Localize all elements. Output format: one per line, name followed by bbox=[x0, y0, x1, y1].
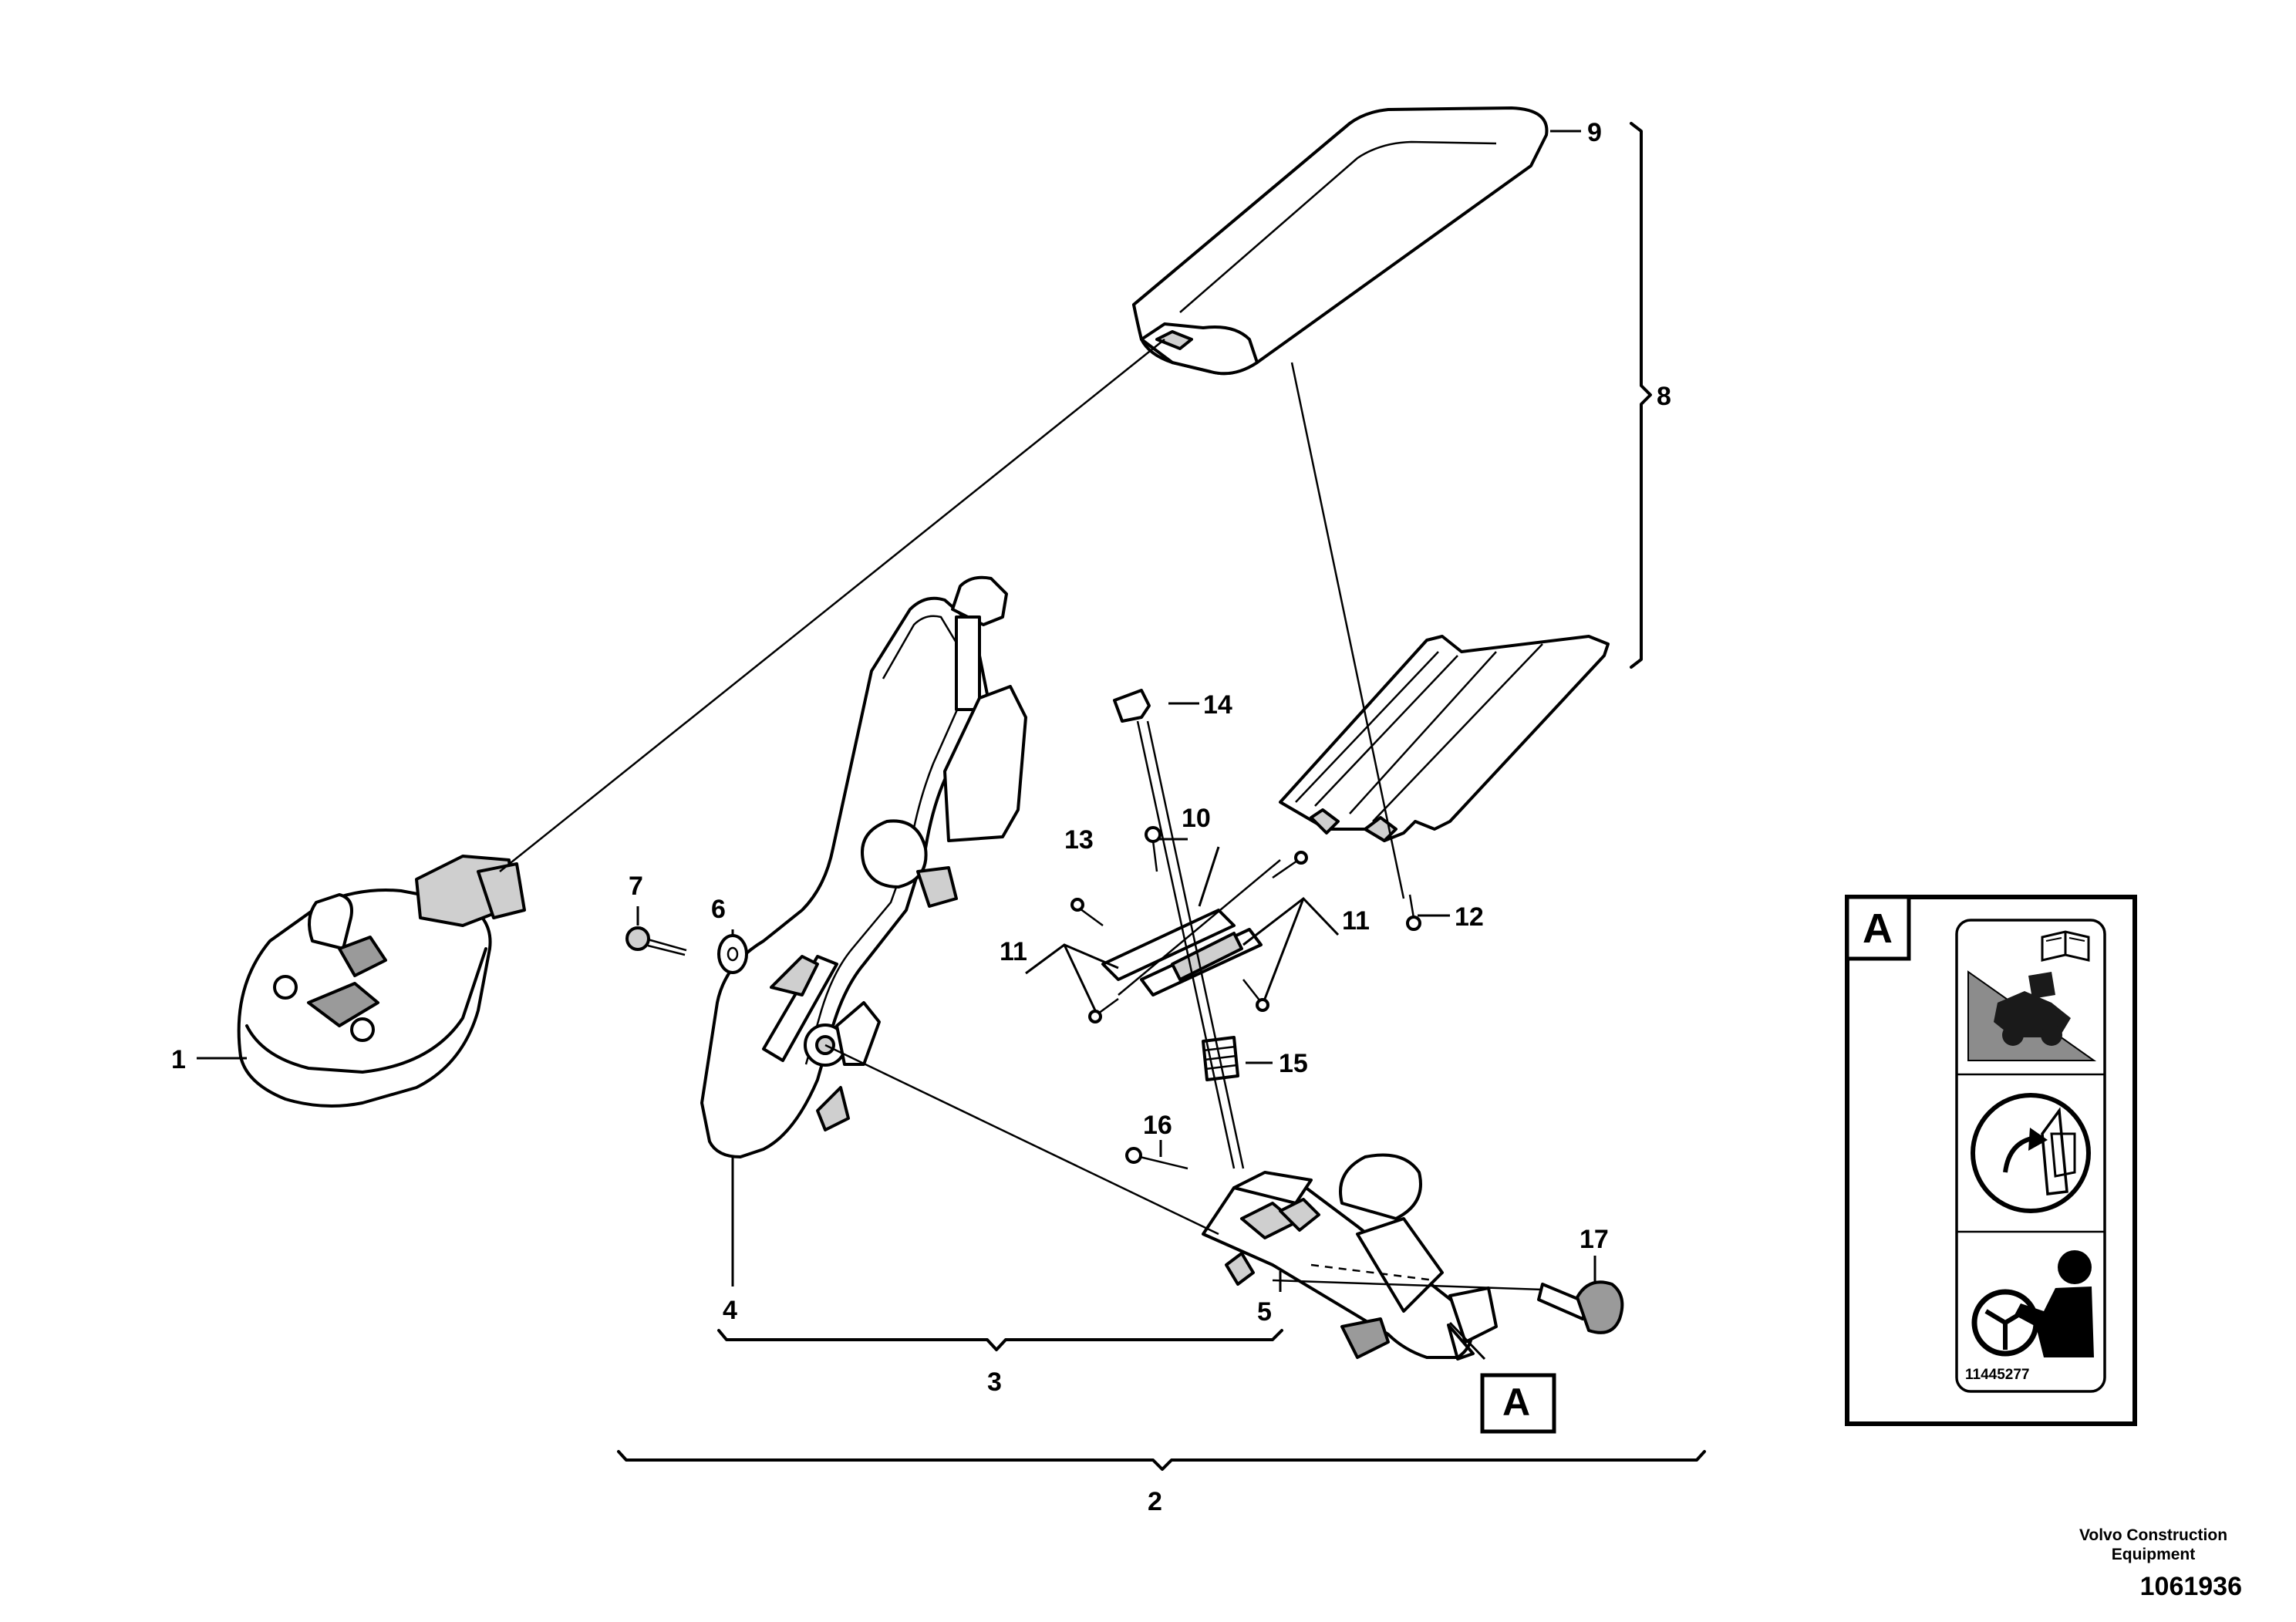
callout-6: 6 bbox=[711, 895, 726, 924]
callout-numbers: 1 2 3 4 5 6 7 8 9 10 11 11 12 13 14 15 1… bbox=[171, 118, 1952, 1516]
callout-2: 2 bbox=[1148, 1487, 1162, 1516]
assembly-lines bbox=[499, 339, 1543, 1291]
callout-9: 9 bbox=[1587, 118, 1602, 147]
view-a-pointer bbox=[1447, 1324, 1475, 1361]
operator-steering-icon bbox=[1971, 1250, 2094, 1357]
brand-line-2: Equipment bbox=[2111, 1546, 2196, 1563]
control-switch-panel bbox=[237, 855, 526, 1108]
callout-10: 10 bbox=[1182, 804, 1211, 833]
callout-15: 15 bbox=[1279, 1049, 1308, 1078]
view-a-label: A bbox=[1502, 1381, 1530, 1424]
callout-11b: 11 bbox=[1342, 906, 1370, 936]
armrest-bracket bbox=[700, 575, 1027, 1158]
brace-8 bbox=[1630, 122, 1652, 669]
callout-4: 4 bbox=[723, 1296, 737, 1325]
callout-13: 13 bbox=[1064, 825, 1094, 855]
decal-18: 11445277 bbox=[1955, 919, 2106, 1393]
brand-line-1: Volvo Construction bbox=[2079, 1526, 2228, 1544]
brace-2 bbox=[617, 1450, 1706, 1471]
manual-book-icon bbox=[2041, 930, 2090, 962]
hardware-pieces bbox=[625, 689, 1624, 1334]
callout-12: 12 bbox=[1455, 902, 1484, 932]
joystick-lever bbox=[1202, 1153, 1498, 1359]
callout-5: 5 bbox=[1257, 1297, 1272, 1327]
callout-7: 7 bbox=[629, 872, 643, 901]
brace-3 bbox=[717, 1329, 1283, 1351]
callout-17: 17 bbox=[1580, 1225, 1609, 1254]
decal-number: 11445277 bbox=[1965, 1367, 2030, 1383]
callout-3: 3 bbox=[987, 1367, 1002, 1397]
inset-label: A bbox=[1863, 905, 1893, 952]
armrest-base-rail bbox=[1279, 635, 1610, 842]
lever-hand-icon bbox=[1971, 1093, 2091, 1213]
armrest-cushion bbox=[1132, 106, 1549, 376]
view-a-box: A bbox=[1480, 1373, 1556, 1434]
wheel-loader-icon bbox=[1967, 970, 2097, 1061]
inset-a: A bbox=[1845, 895, 2137, 1426]
callout-11a: 11 bbox=[1000, 937, 1027, 966]
brand-label: Volvo Construction Equipment bbox=[2053, 1526, 2254, 1564]
leader-lines bbox=[197, 130, 2013, 1292]
callout-14: 14 bbox=[1203, 690, 1232, 720]
callout-16: 16 bbox=[1143, 1111, 1172, 1140]
callout-1: 1 bbox=[171, 1045, 186, 1074]
figure-number: 1061936 bbox=[2139, 1572, 2242, 1601]
callout-8: 8 bbox=[1657, 382, 1671, 411]
